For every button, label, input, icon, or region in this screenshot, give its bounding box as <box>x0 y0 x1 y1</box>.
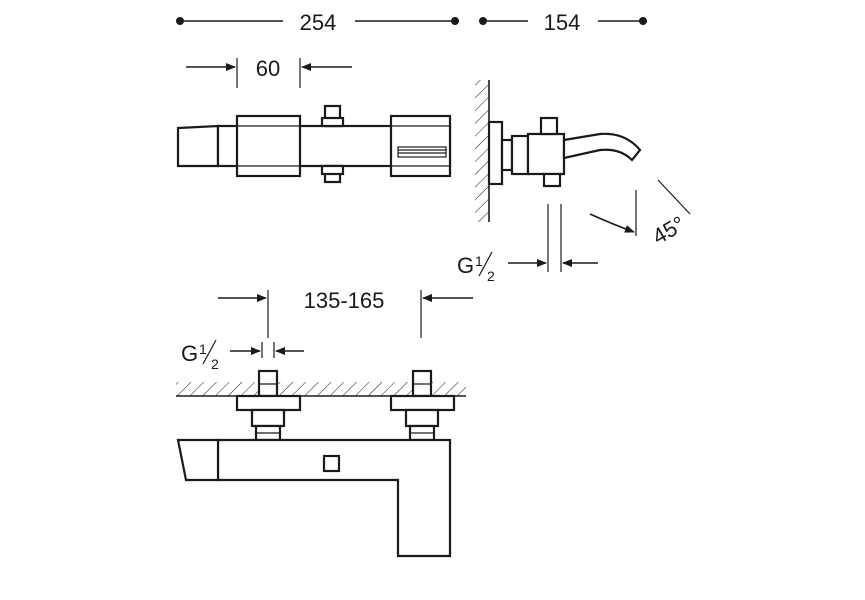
nut-left <box>250 408 286 428</box>
connector-nut <box>510 134 530 176</box>
nut-right <box>404 408 440 428</box>
dimension-254: 254 <box>176 10 459 35</box>
handle-grip <box>397 146 447 158</box>
dim-154-label: 154 <box>544 10 581 35</box>
bottom-knob <box>542 172 562 188</box>
svg-text:1: 1 <box>199 341 207 357</box>
escutcheon-right <box>389 394 456 412</box>
body-side <box>526 132 566 176</box>
escutcheon <box>487 120 504 186</box>
escutcheon-left <box>235 394 302 412</box>
dim-inlet-label: 135-165 <box>304 288 385 313</box>
mixer-top-view <box>176 104 452 184</box>
dimension-60: 60 <box>186 56 352 88</box>
thermostat-handle <box>389 114 452 178</box>
end-cap <box>176 438 220 482</box>
side-view: 45° G 1 2 <box>457 80 691 284</box>
front-view <box>176 369 466 558</box>
top-knob <box>539 116 559 136</box>
svg-text:G: G <box>181 341 198 366</box>
flow-handle <box>235 114 302 178</box>
thread-dimension-lower: G 1 2 <box>181 339 304 372</box>
thread-label-top: G 1 2 <box>457 251 495 284</box>
dimension-135-165: 135-165 <box>218 288 473 338</box>
svg-text:2: 2 <box>487 268 495 284</box>
dim-endpoint-right <box>451 17 459 25</box>
button <box>322 454 341 473</box>
dim-60-label: 60 <box>256 56 280 81</box>
wall-hatch <box>475 80 489 222</box>
svg-text:2: 2 <box>211 356 219 372</box>
thread-label-bottom: G 1 2 <box>181 339 219 372</box>
svg-text:G: G <box>457 253 474 278</box>
outlet-nose <box>176 124 220 168</box>
spout <box>562 132 642 162</box>
dim-254-label: 254 <box>300 10 337 35</box>
svg-text:1: 1 <box>475 253 483 269</box>
wall-hatch-front <box>176 382 466 396</box>
dim-endpoint-right <box>639 17 647 25</box>
angle-label: 45° <box>648 211 689 249</box>
dimension-154: 154 <box>479 10 647 35</box>
